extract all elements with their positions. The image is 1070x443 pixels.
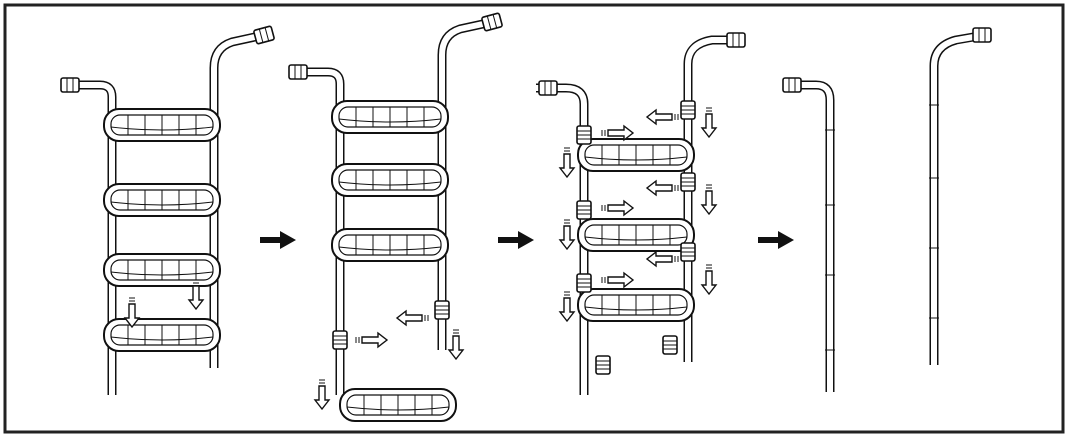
push-direction-arrow-icon: [559, 147, 575, 178]
slide-direction-arrow-icon: [646, 251, 679, 267]
slide-direction-arrow-icon: [601, 200, 634, 216]
push-direction-arrow-icon: [701, 184, 717, 215]
push-direction-arrow-icon: [701, 107, 717, 138]
slide-direction-arrow-icon: [646, 180, 679, 196]
next-step-arrow-icon: [498, 231, 534, 249]
slide-direction-arrow-icon: [601, 272, 634, 288]
push-direction-arrow-icon: [314, 379, 330, 410]
panel-3-steps-removed: [536, 32, 746, 395]
push-direction-arrow-icon: [701, 264, 717, 295]
push-direction-arrow-icon: [559, 291, 575, 322]
slide-direction-arrow-icon: [646, 109, 679, 125]
next-step-arrow-icon: [260, 231, 296, 249]
push-direction-arrow-icon: [448, 329, 464, 360]
panel-2-bottom-step-removed: [288, 12, 504, 422]
slide-direction-arrow-icon: [601, 125, 634, 141]
slide-direction-arrow-icon: [396, 310, 429, 326]
figure-border: [3, 3, 1065, 434]
panel-4-rails-only: [782, 27, 992, 392]
push-direction-arrow-icon: [559, 219, 575, 250]
slide-direction-arrow-icon: [355, 332, 388, 348]
next-step-arrow-icon: [758, 231, 794, 249]
panel-1-assembled-ladder: [60, 25, 276, 395]
